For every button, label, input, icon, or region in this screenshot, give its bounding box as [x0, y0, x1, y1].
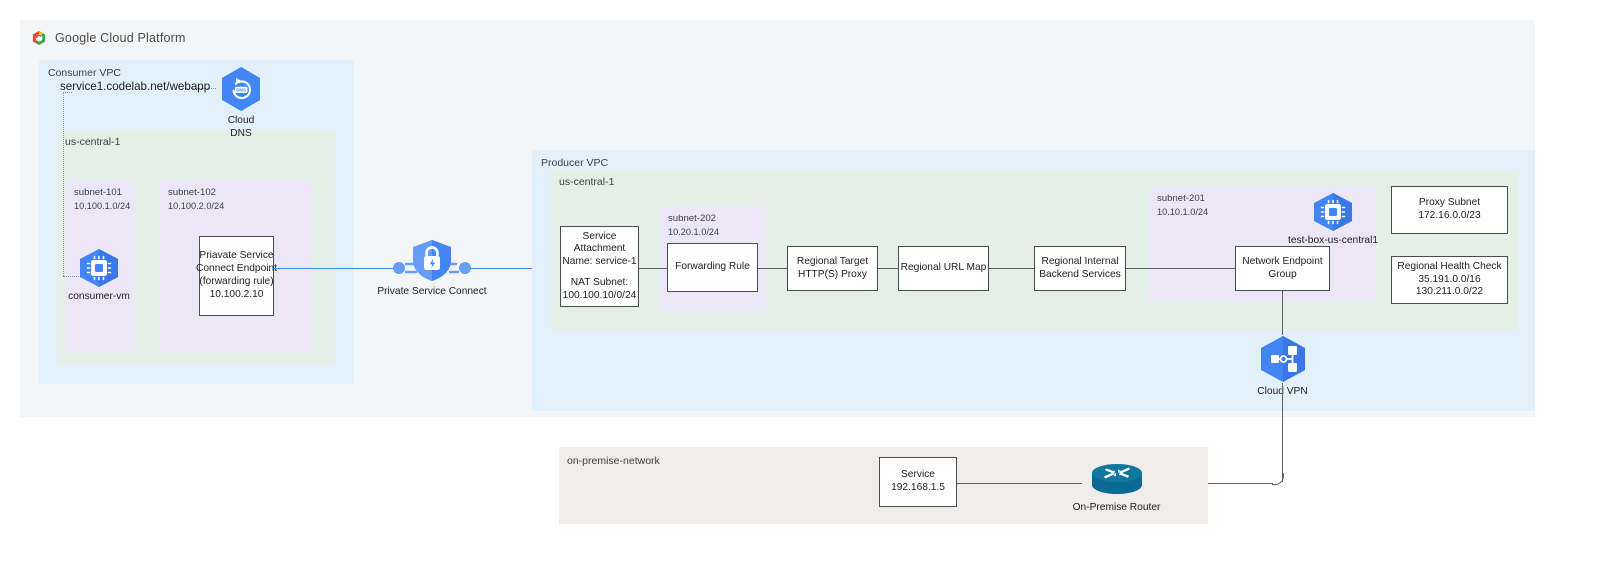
gcp-brand: Google Cloud Platform — [30, 27, 186, 49]
service-attachment-box[interactable]: Service Attachment Name: service-1 NAT S… — [560, 226, 639, 307]
network-endpoint-group-box[interactable]: Network Endpoint Group — [1235, 246, 1330, 291]
target-proxy-line1: Regional Target — [796, 255, 869, 267]
subnet-102-name: subnet-102 — [168, 187, 217, 198]
private-service-connect-shield-lock-icon — [393, 240, 471, 281]
brand-text: Google Cloud Platform — [55, 31, 186, 45]
service-attachment-line2: Attachment — [573, 243, 626, 255]
health-check-line1: Regional Health Check — [1397, 260, 1502, 272]
proxy-subnet-line2: 172.16.0.0/23 — [1418, 210, 1481, 221]
wire-neg-to-cloudvpn — [1282, 291, 1284, 335]
compute-engine-vm-icon — [1314, 193, 1352, 231]
subnet-201-label: subnet-201 10.10.1.0/24 — [1157, 193, 1208, 218]
subnet-202-name: subnet-202 — [668, 213, 717, 224]
subnet-102-cidr: 10.100.2.0/24 — [168, 200, 225, 211]
cloud-dns-caption-line1: Cloud — [227, 115, 255, 126]
subnet-201-name: subnet-201 — [1157, 193, 1206, 204]
dns-vm-dotted-line — [63, 276, 85, 277]
subnet-101-cidr: 10.100.1.0/24 — [74, 200, 131, 211]
consumer-vpc-label: Consumer VPC — [48, 67, 121, 79]
dns-record-label: service1.codelab.net/webapp — [60, 80, 211, 93]
psc-endpoint-line2: Connect Endpoint — [196, 263, 277, 275]
cloud-dns-caption: Cloud DNS — [228, 115, 255, 140]
cloud-vpn-icon — [1260, 336, 1305, 382]
subnet-101-name: subnet-101 — [74, 187, 123, 198]
compute-engine-vm-icon — [80, 249, 118, 287]
on-premise-router-icon — [1091, 464, 1142, 494]
private-service-connect-caption: Private Service Connect — [377, 286, 487, 297]
service-attachment-line4: NAT Subnet: — [570, 276, 629, 288]
psc-link-left — [274, 268, 396, 270]
subnet-202-label: subnet-202 10.20.1.0/24 — [668, 213, 719, 238]
backend-services-line2: Backend Services — [1039, 268, 1121, 280]
consumer-region-label: us-central-1 — [65, 136, 121, 148]
on-premise-service-line2: 192.168.1.5 — [891, 482, 945, 493]
service-attachment-line3: Name: service-1 — [562, 256, 637, 268]
regional-internal-backend-services-box[interactable]: Regional Internal Backend Services — [1034, 246, 1126, 291]
url-map-label: Regional URL Map — [900, 262, 987, 274]
dns-vertical-dotted-line — [63, 92, 64, 276]
cloud-dns-icon: DNS — [222, 67, 260, 111]
subnet-201-cidr: 10.10.1.0/24 — [1157, 206, 1209, 217]
on-premise-network-label: on-premise-network — [567, 455, 660, 467]
service-attachment-line1: Service — [582, 230, 617, 242]
target-proxy-line2: HTTP(S) Proxy — [797, 268, 868, 280]
svg-text:DNS: DNS — [236, 88, 246, 93]
backend-services-line1: Regional Internal — [1041, 255, 1119, 267]
on-premise-service-line1: Service — [901, 469, 935, 481]
subnet-101-label: subnet-101 10.100.1.0/24 — [74, 187, 130, 212]
wire-elbow-to-router — [1159, 483, 1273, 485]
cloud-dns-caption-line2: DNS — [230, 127, 252, 139]
wire-proxy-to-urlmap — [878, 268, 898, 270]
wire-attachment-to-forwarding — [639, 268, 667, 270]
wire-urlmap-to-backend — [989, 268, 1034, 270]
dns-corner-dotted-line — [63, 92, 72, 93]
wire-service-to-router — [957, 483, 1082, 485]
neg-line2: Group — [1268, 268, 1297, 280]
producer-region-label: us-central-1 — [559, 176, 615, 188]
regional-url-map-box[interactable]: Regional URL Map — [898, 246, 989, 291]
health-check-line3: 130.211.0.0/22 — [1415, 286, 1484, 298]
wire-forwarding-to-proxy — [758, 268, 787, 270]
private-service-connect-node[interactable]: Private Service Connect — [377, 237, 487, 299]
wire-cloudvpn-down — [1282, 383, 1284, 482]
google-cloud-hexagon-logo-icon — [32, 30, 46, 46]
forwarding-rule-label: Forwarding Rule — [675, 261, 750, 273]
on-premise-router-caption: On-Premise Router — [1072, 502, 1161, 513]
neg-line1: Network Endpoint — [1242, 255, 1323, 267]
regional-target-http-proxy-box[interactable]: Regional Target HTTP(S) Proxy — [787, 246, 878, 291]
psc-endpoint-line1: Priavate Service — [199, 250, 274, 262]
proxy-subnet-box[interactable]: Proxy Subnet 172.16.0.0/23 — [1391, 186, 1508, 234]
psc-endpoint-line3: (forwarding rule) — [199, 276, 274, 287]
psc-endpoint-box[interactable]: Priavate Service Connect Endpoint (forwa… — [196, 236, 277, 316]
consumer-vm-node[interactable]: consumer-vm — [60, 248, 138, 304]
proxy-subnet-line1: Proxy Subnet — [1418, 197, 1481, 209]
subnet-102-label: subnet-102 10.100.2.0/24 — [168, 187, 224, 212]
regional-health-check-box[interactable]: Regional Health Check 35.191.0.0/16 130.… — [1391, 256, 1508, 304]
on-premise-router-node[interactable]: On-Premise Router — [1072, 461, 1161, 515]
subnet-202-cidr: 10.20.1.0/24 — [668, 226, 720, 237]
producer-vpc-label: Producer VPC — [541, 157, 609, 169]
psc-link-right — [466, 268, 561, 270]
health-check-line2: 35.191.0.0/16 — [1418, 273, 1481, 285]
service-attachment-line5: 100.100.10/0/24 — [562, 289, 637, 301]
dns-to-clouddns-dotted-line — [183, 88, 216, 89]
psc-endpoint-line4: 10.100.2.10 — [209, 288, 264, 300]
on-premise-service-box[interactable]: Service 192.168.1.5 — [879, 457, 957, 507]
wire-backend-to-neg — [1126, 268, 1235, 270]
cloud-dns-node[interactable]: DNS Cloud DNS — [196, 66, 286, 140]
test-box-vm-caption: test-box-us-central1 — [1287, 235, 1379, 246]
forwarding-rule-box[interactable]: Forwarding Rule — [667, 243, 758, 292]
test-box-vm-node[interactable]: test-box-us-central1 — [1278, 192, 1388, 248]
wire-vpn-elbow — [1272, 473, 1284, 485]
consumer-vm-caption: consumer-vm — [68, 291, 130, 302]
